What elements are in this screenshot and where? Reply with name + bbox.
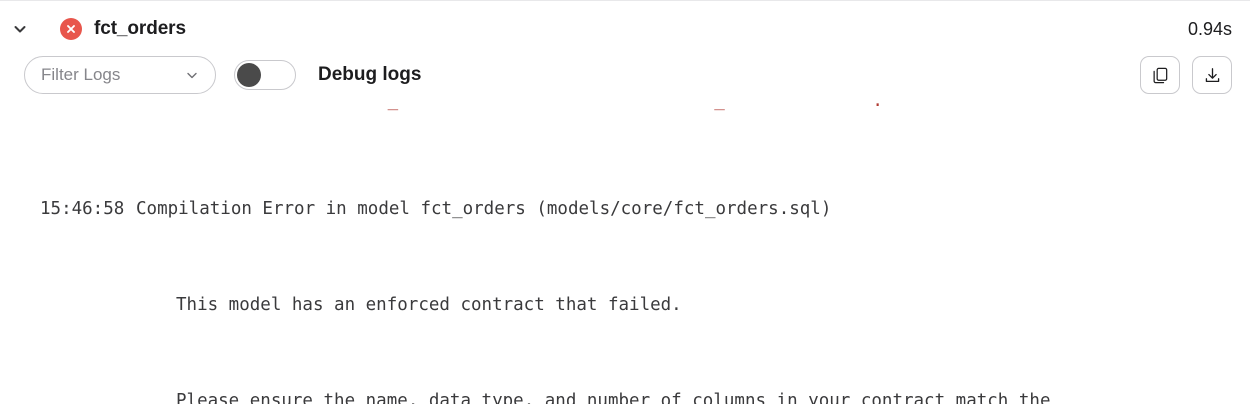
log-line: Please ensure the name, data_type, and n… — [0, 385, 1250, 404]
filter-logs-select[interactable]: Filter Logs — [24, 56, 216, 94]
error-x-icon — [64, 22, 78, 36]
download-icon — [1203, 66, 1222, 85]
run-duration: 0.94s — [1187, 18, 1232, 39]
chevron-down-icon — [185, 68, 199, 82]
filter-logs-label: Filter Logs — [41, 65, 121, 84]
log-message: Compilation Error in model fct_orders (m… — [136, 199, 832, 219]
toggle-knob — [237, 63, 261, 87]
debug-logs-toggle[interactable] — [234, 60, 296, 90]
log-line-clipped: _ _ . — [40, 101, 883, 111]
log-output[interactable]: _ _ . 15:46:58 Compilation Error in model… — [0, 101, 1250, 404]
log-message: This model has an enforced contract that… — [176, 295, 682, 315]
page-title: fct_orders — [94, 18, 186, 39]
status-badge — [60, 18, 82, 40]
log-timestamp: 15:46:58 — [40, 199, 125, 219]
model-run-header: fct_orders 0.94s — [0, 9, 1250, 49]
chevron-down-icon — [12, 21, 28, 37]
log-line: This model has an enforced contract that… — [0, 289, 1250, 321]
download-button[interactable] — [1192, 56, 1232, 94]
expand-collapse-button[interactable] — [6, 15, 34, 43]
log-line: 15:46:58 Compilation Error in model fct_o… — [0, 193, 1250, 225]
log-lines: 15:46:58 Compilation Error in model fct_o… — [0, 129, 1250, 404]
log-toolbar: Filter Logs Debug logs — [0, 53, 1250, 97]
copy-button[interactable] — [1140, 56, 1180, 94]
debug-logs-label: Debug logs — [318, 64, 422, 85]
copy-icon — [1151, 66, 1170, 85]
log-message: Please ensure the name, data_type, and n… — [176, 391, 1051, 404]
